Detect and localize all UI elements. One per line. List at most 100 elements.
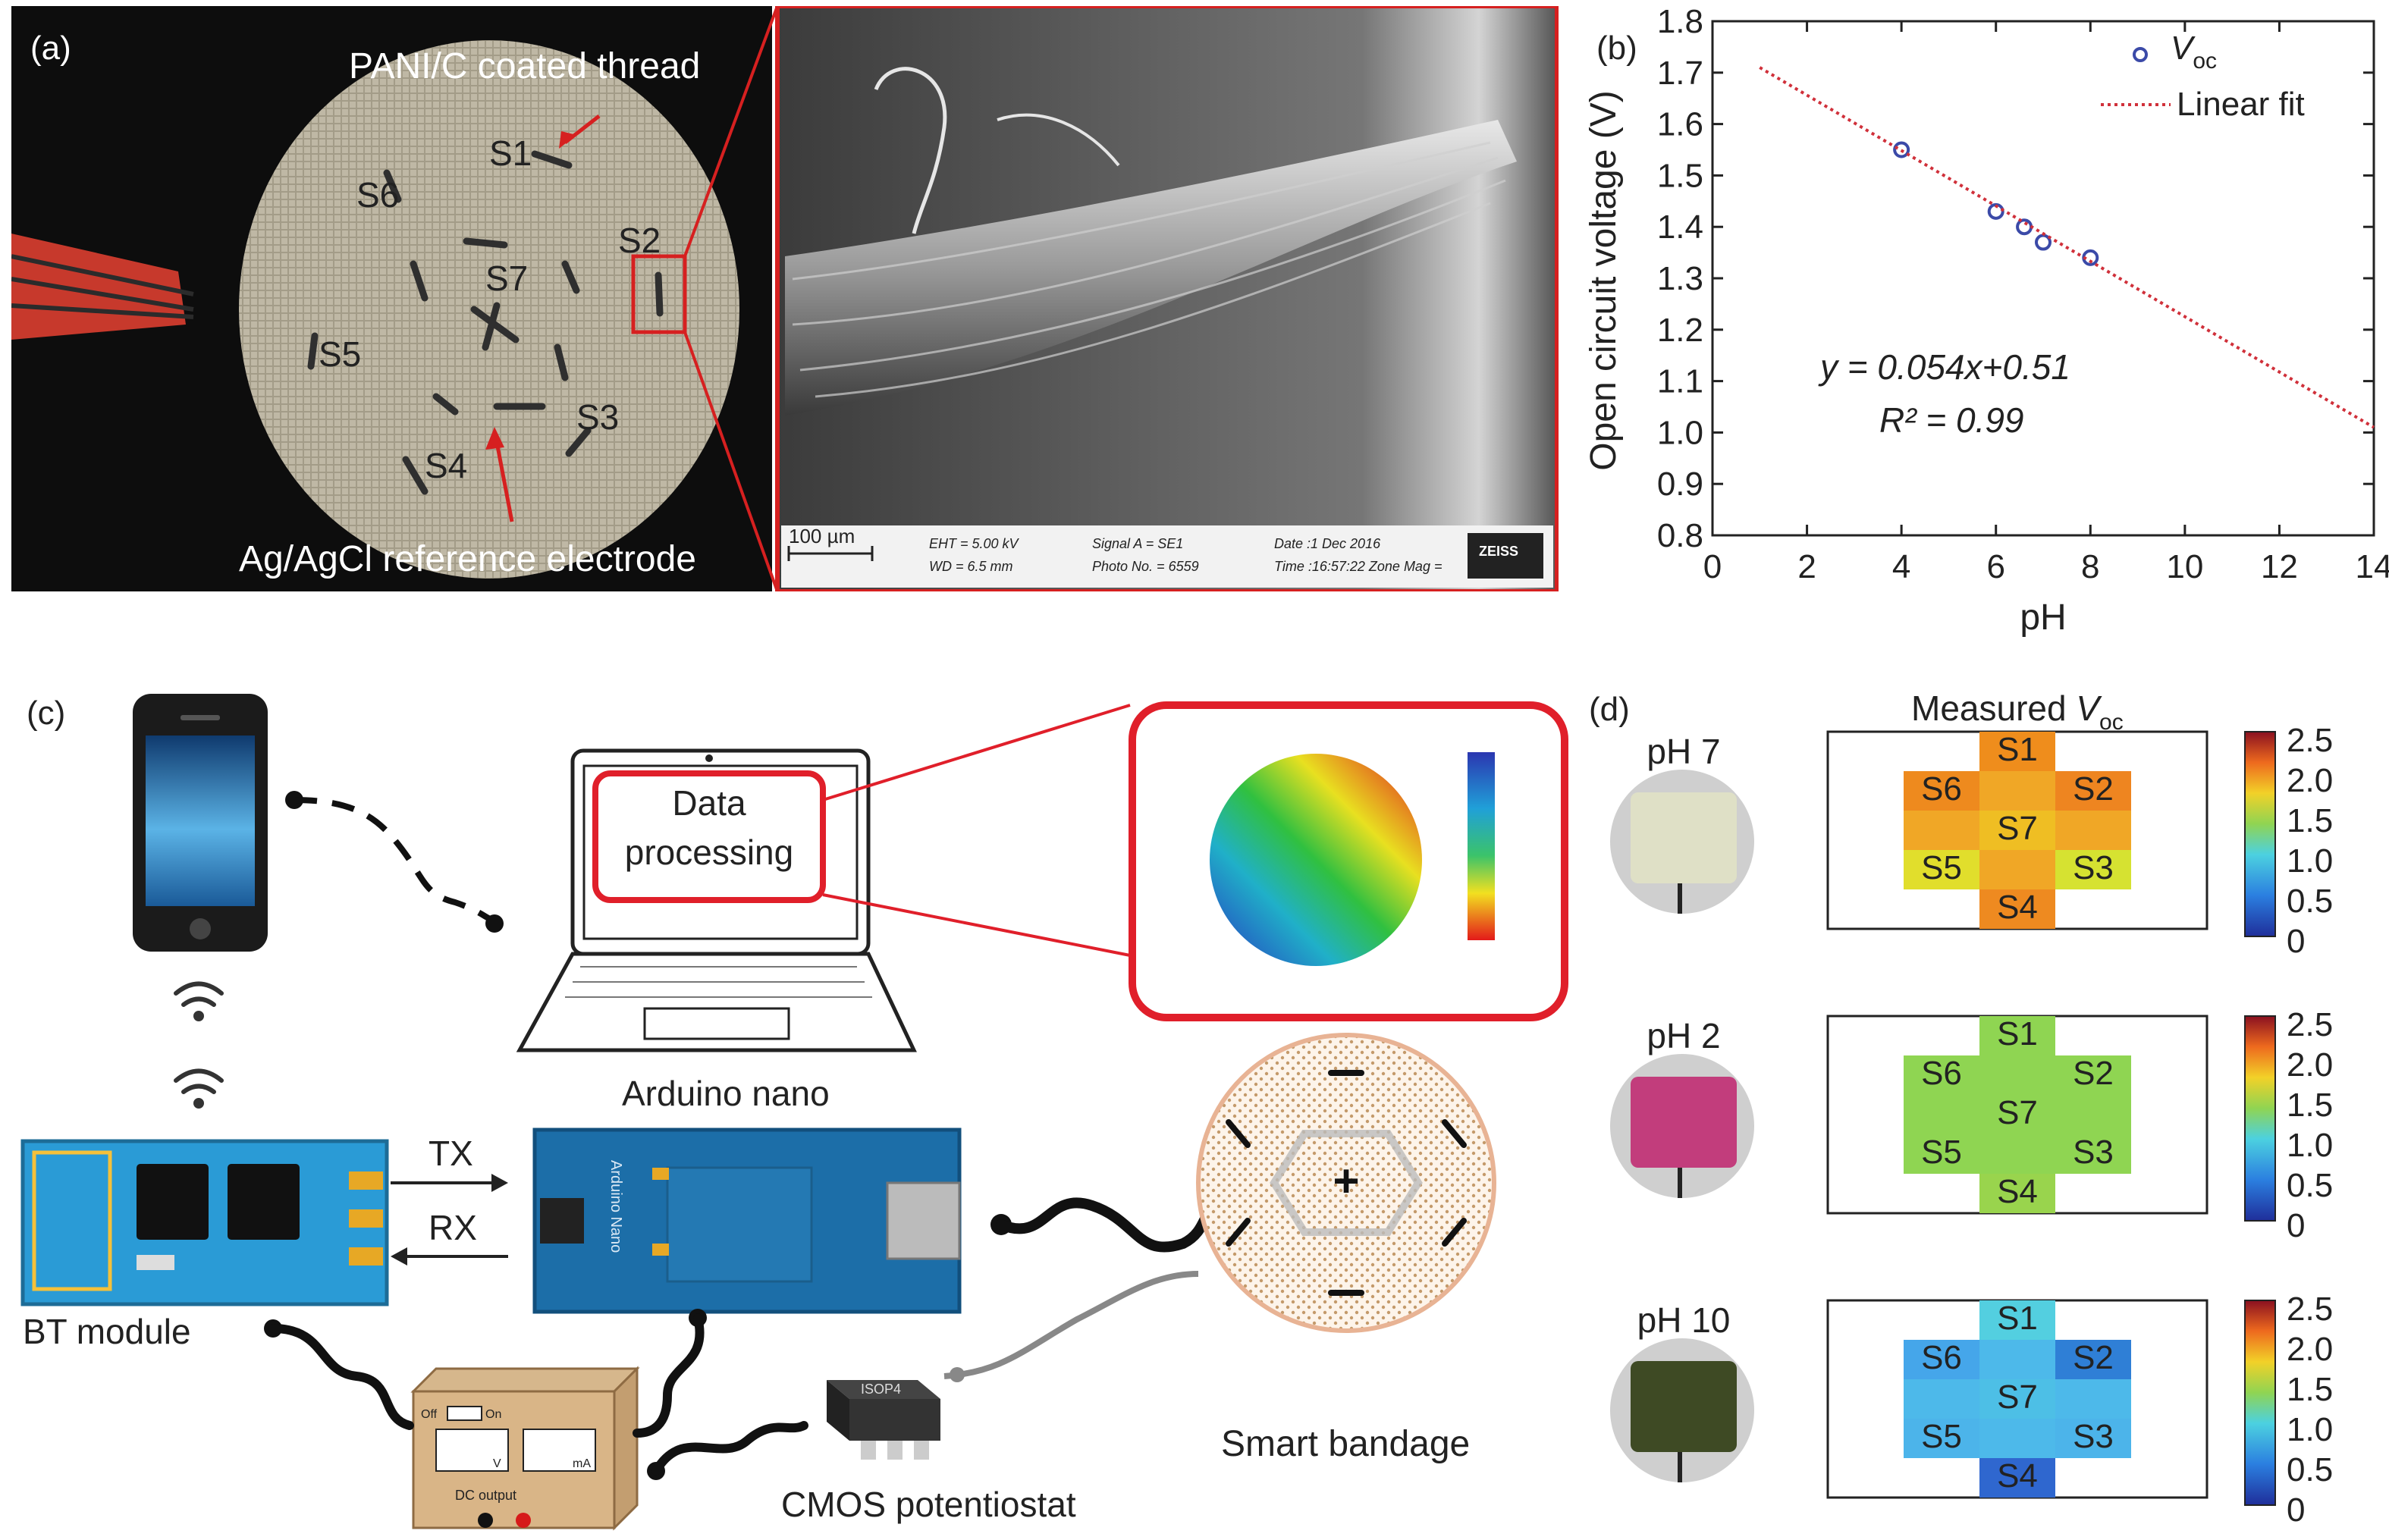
smart-bandage-icon: + (1196, 1033, 1496, 1333)
panel-a-figure: (a) PANI/C coated thread S1 S2 S3 S4 S5 … (11, 4, 1559, 594)
x-tick-label: 8 (2081, 548, 2099, 585)
sem-wd: WD = 6.5 mm (929, 559, 1013, 574)
colorbar-tick-label: 0.5 (2287, 883, 2333, 920)
heatmap-cell (1904, 1379, 1979, 1419)
cmos-label: CMOS potentiostat (781, 1485, 1076, 1524)
panel-a: (a) PANI/C coated thread S1 S2 S3 S4 S5 … (11, 4, 1559, 594)
heatmap-cell (1979, 1340, 2055, 1379)
electrode-label: S6 (1921, 1055, 1962, 1092)
x-tick-label: 10 (2166, 548, 2203, 585)
colorbar-tick-label: 2.5 (2287, 1006, 2333, 1043)
data-processing-line1: Data (672, 783, 746, 823)
psu-dc-label: DC output (455, 1488, 516, 1503)
electrode-s4: S4 (425, 446, 467, 485)
heatmap-electrode-cell (2055, 1134, 2131, 1174)
colorbar-tick-label: 0.5 (2287, 1167, 2333, 1204)
electrode-label: S7 (1997, 810, 2038, 847)
electrode-label: S4 (1997, 889, 2038, 926)
electrode-label: S2 (2073, 770, 2114, 808)
heatmap-electrode-cell (2055, 850, 2131, 889)
electrode-s7: S7 (485, 259, 528, 298)
heatmap-cell (1979, 1055, 2055, 1095)
colorbar-tick-label: 1.5 (2287, 1371, 2333, 1408)
heatmap-cell (1979, 1419, 2055, 1458)
smartphone-icon (133, 694, 268, 952)
electrode-label: S7 (1997, 1378, 2038, 1416)
rx-label: RX (429, 1208, 477, 1247)
heatmap-electrode-cell (1979, 1095, 2055, 1134)
voc-data-point (1893, 141, 1910, 158)
cmos-chip-icon: ISOP4 (827, 1380, 940, 1460)
electrode-s5: S5 (319, 334, 361, 374)
electrode-label: S4 (1997, 1457, 2038, 1495)
y-tick-label: 1.1 (1657, 363, 1703, 400)
electrode-label: S2 (2073, 1055, 2114, 1092)
colorbar-tick-label: 1.0 (2287, 1411, 2333, 1448)
panel-b-label: (b) (1596, 30, 1637, 67)
colorbar (2244, 1300, 2276, 1506)
legend-fit-label: Linear fit (2177, 86, 2305, 123)
data-processing-box (592, 770, 826, 903)
x-axis-label: pH (2020, 597, 2066, 638)
color-wheel (1210, 754, 1422, 966)
sample-swatch (1631, 1077, 1737, 1168)
heatmap-electrode-cell (1904, 1419, 1979, 1458)
electrode-label: S3 (2073, 1418, 2114, 1455)
colorbar (2244, 731, 2276, 937)
colorbar-tick-label: 0.5 (2287, 1451, 2333, 1488)
sample-swatch (1631, 1361, 1737, 1452)
sem-photo: Photo No. = 6559 (1092, 559, 1199, 574)
map-title: Measured Voc (1911, 688, 2124, 735)
panel-d-label: (d) (1589, 691, 1630, 728)
heatmap-electrode-cell (1979, 1300, 2055, 1340)
panel-a-label: (a) (30, 30, 71, 67)
heatmap-cell (1904, 811, 1979, 850)
electrode-label: S5 (1921, 1418, 1962, 1455)
electrode-s1: S1 (489, 133, 532, 173)
electrode-label: S2 (2073, 1339, 2114, 1376)
y-tick-label: 1.6 (1657, 106, 1703, 143)
psu-on-label: On (485, 1408, 501, 1421)
x-tick-label: 0 (1703, 548, 1722, 585)
y-tick-label: 1.3 (1657, 260, 1703, 297)
zoom-box (631, 254, 687, 334)
bt-module-label: BT module (23, 1312, 191, 1351)
colorbar-tick-label: 2.5 (2287, 722, 2333, 759)
heatmap-cell (2055, 1095, 2131, 1134)
bt-module-icon (20, 1139, 389, 1306)
tx-label: TX (429, 1134, 473, 1173)
heatmap-electrode-cell (1904, 1134, 1979, 1174)
chip-text: ISOP4 (861, 1382, 901, 1397)
panel-c-diagram: (c) Data processing (20, 694, 1568, 1531)
wireless-link (294, 797, 496, 924)
sem-image: 100 µm EHT = 5.00 kV WD = 6.5 mm Signal … (775, 4, 1559, 594)
heatmap-electrode-cell (1979, 1174, 2055, 1213)
heatmap-cell (1979, 850, 2055, 889)
colorbar-tick-label: 1.5 (2287, 802, 2333, 839)
heatmap-electrode-cell (1904, 771, 1979, 811)
colorbar-tick-label: 2.0 (2287, 1046, 2333, 1084)
heatmap-electrode-cell (2055, 771, 2131, 811)
ph-label: pH 10 (1637, 1300, 1731, 1340)
legend-voc-marker (2133, 47, 2148, 62)
heatmap-cell (2055, 1379, 2131, 1419)
heatmap-electrode-cell (1979, 1458, 2055, 1498)
electrode-label: S6 (1921, 1339, 1962, 1376)
heatmap-electrode-cell (1904, 850, 1979, 889)
psu-ma-label: mA (573, 1457, 591, 1470)
wifi-icon (174, 981, 224, 1109)
linear-fit-line (1759, 66, 2375, 429)
heatmap-cell (2055, 811, 2131, 850)
electrode-label: S1 (1997, 731, 2038, 768)
y-tick-label: 1.8 (1657, 3, 1703, 40)
x-tick-label: 6 (1986, 548, 2004, 585)
electrode-label: S1 (1997, 1300, 2038, 1337)
colorbar (2244, 1015, 2276, 1222)
colorbar-swatch (1468, 752, 1495, 940)
psu-off-label: Off (421, 1408, 438, 1421)
sem-time: Time :16:57:22 Zone Mag = (1274, 559, 1442, 574)
chart-legend: Voc Linear fit (2101, 30, 2305, 123)
